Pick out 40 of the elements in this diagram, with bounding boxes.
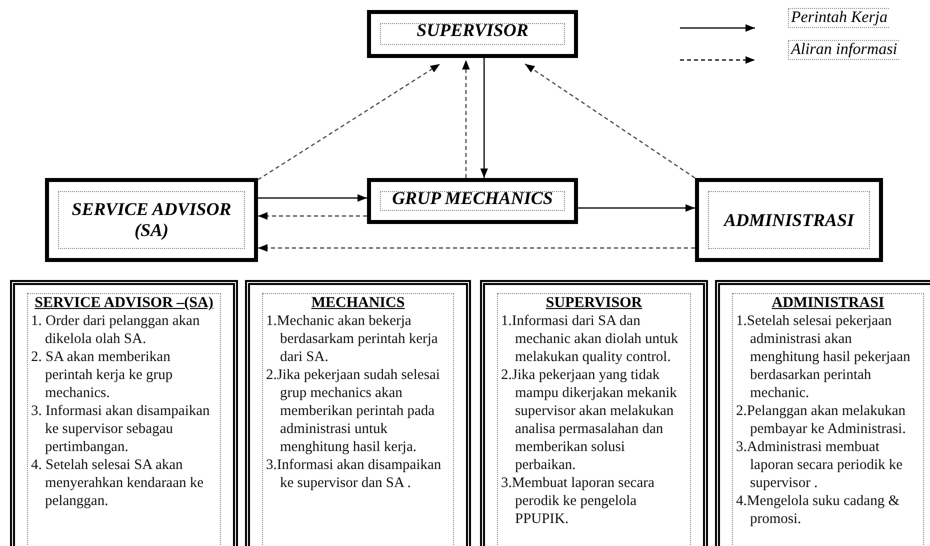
description-panel	[245, 280, 471, 546]
panel-heading: MECHANICS	[310, 295, 406, 312]
list-item: 2.Pelanggan akan melakukan pembayar ke Administrasi.	[736, 402, 907, 438]
process-box	[367, 10, 578, 58]
arrow	[524, 64, 696, 178]
description-panel	[480, 280, 708, 546]
process-box	[695, 178, 883, 262]
list-item: 3.Administrasi membuat laporan secara periodik ke supervisor .	[736, 438, 904, 492]
process-box	[367, 178, 578, 224]
list-item: 2.Jika pekerjaan yang tidak mampu dikerjakan mekanik supervisor akan melakukan analisa permasalahan dan memberikan solusi perbaikan.	[501, 366, 678, 474]
description-panel	[715, 280, 930, 546]
arrow	[462, 60, 470, 178]
legend-label: Perintah Kerja	[788, 8, 890, 28]
list-item: 2.Jika pekerjaan sudah selesai grup mechanics akan memberikan perintah pada administrasi untuk menghitung hasil kerja.	[266, 366, 441, 456]
panel-heading: ADMINISTRASI	[770, 295, 886, 312]
box-title: SERVICE ADVISOR (SA)	[70, 199, 232, 241]
arrow	[258, 64, 440, 180]
process-box	[45, 178, 258, 262]
list-item: 3.Informasi akan disampaikan ke supervisor dan SA .	[266, 456, 442, 492]
arrow	[578, 204, 695, 212]
panel-heading: SERVICE ADVISOR –(SA)	[34, 295, 214, 312]
description-panel	[10, 280, 238, 546]
list-item: 1.Setelah selesai pekerjaan administrasi akan menghitung hasil pekerjaan berdasarkan perintah mechanic.	[736, 312, 912, 402]
panel-heading: SUPERVISOR	[544, 295, 644, 312]
arrow	[258, 194, 367, 202]
box-title: GRUP MECHANICS	[391, 188, 554, 209]
arrow	[258, 212, 367, 220]
list-item: 1.Mechanic akan bekerja berdasarkam perintah kerja dari SA.	[266, 312, 439, 366]
box-title: SUPERVISOR	[416, 20, 530, 41]
list-item: 1.Informasi dari SA dan mechanic akan diolah untuk melakukan quality control.	[501, 312, 680, 366]
list-item: 4. Setelah selesai SA akan menyerahkan kendaraan ke pelanggan.	[31, 456, 205, 510]
arrow	[480, 58, 488, 178]
list-item: 1. Order dari pelanggan akan dikelola olah SA.	[31, 312, 201, 348]
list-item: 3. Informasi akan disampaikan ke supervisor sebagau pertimbangan.	[31, 402, 211, 456]
legend-label: Aliran informasi	[788, 40, 900, 60]
list-item: 3.Membuat laporan secara perodik ke pengelola PPUPIK.	[501, 474, 656, 528]
arrow	[258, 244, 695, 252]
box-title: ADMINISTRASI	[722, 210, 856, 230]
list-item: 4.Mengelola suku cadang & promosi.	[736, 492, 900, 528]
list-item: 2. SA akan memberikan perintah kerja ke grup mechanics.	[31, 348, 174, 402]
